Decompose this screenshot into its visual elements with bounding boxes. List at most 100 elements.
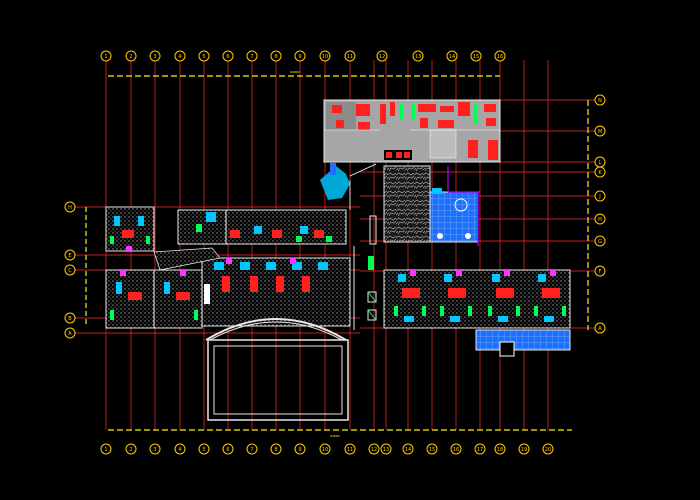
axis-label: M (598, 129, 602, 135)
axis-label: H (68, 205, 72, 211)
axis-bubble: 2 (125, 50, 137, 62)
axis-label: 13 (415, 54, 421, 60)
axis-bubble: A (64, 327, 76, 339)
axis-bubble: 19 (518, 443, 530, 455)
axis-bubble: 13 (412, 50, 424, 62)
axis-label: 4 (178, 447, 181, 453)
axis-label: K (598, 170, 602, 176)
east-wing-furniture (394, 270, 566, 322)
axis-label: 8 (274, 447, 277, 453)
axis-label: 20 (545, 447, 551, 453)
axis-label: 18 (497, 447, 503, 453)
axis-bubble: 5 (198, 50, 210, 62)
axis-bubble: 12 (376, 50, 388, 62)
axis-bubble: 8 (270, 50, 282, 62)
axis-label: 5 (202, 447, 205, 453)
axis-label: 5 (202, 54, 205, 60)
axis-bubble: H (64, 201, 76, 213)
axis-bubble: 12 (368, 443, 380, 455)
axis-bubble: 8 (270, 443, 282, 455)
axis-bubble: 2 (125, 443, 137, 455)
dimension-lines (85, 75, 589, 431)
axis-label: 10 (322, 447, 328, 453)
axis-bubble: 10 (319, 50, 331, 62)
axis-bubble: L (594, 156, 606, 168)
axis-bubble: 17 (474, 443, 486, 455)
axis-label: N (598, 98, 602, 104)
axis-bubble: 3 (149, 443, 161, 455)
axis-label: 6 (226, 447, 229, 453)
axis-label: A (68, 331, 72, 337)
axis-label: J (598, 194, 600, 200)
top-dimension-text: 64800 (290, 70, 300, 74)
axis-bubble: J (594, 190, 606, 202)
axis-label: 14 (405, 447, 411, 453)
axis-label: 2 (129, 447, 132, 453)
axis-bubble: 7 (246, 443, 258, 455)
axis-bubble: 13 (380, 443, 392, 455)
axis-bubble: 1 (100, 443, 112, 455)
axis-label: 6 (226, 54, 229, 60)
axis-bubble: 3 (149, 50, 161, 62)
corridor-elements (353, 246, 377, 330)
axis-bubble: 4 (174, 443, 186, 455)
axis-bubble: 16 (494, 50, 506, 62)
axis-label: H (598, 217, 602, 223)
axis-bubble: M (594, 125, 606, 137)
axis-label: 14 (449, 54, 455, 60)
axis-label: 12 (379, 54, 385, 60)
axis-bubble: A (594, 322, 606, 334)
axis-bubble: 16 (450, 443, 462, 455)
axis-label: 9 (298, 447, 301, 453)
east-wing (383, 269, 571, 357)
axis-bubble: G (594, 235, 606, 247)
axis-bubble: 11 (344, 50, 356, 62)
axis-label: 2 (129, 54, 132, 60)
axis-bubble: 14 (402, 443, 414, 455)
connecting-stair (320, 163, 377, 210)
axis-label: 19 (521, 447, 527, 453)
axis-bubble: 10 (319, 443, 331, 455)
axis-bubble: 7 (246, 50, 258, 62)
axis-bubble: 6 (222, 443, 234, 455)
left-axis-bubbles: H EC B A (64, 201, 76, 339)
axis-label: 10 (322, 54, 328, 60)
axis-label: 7 (250, 447, 253, 453)
axis-label: 16 (453, 447, 459, 453)
axis-bubble: B (64, 312, 76, 324)
axis-label: 11 (347, 447, 353, 453)
axis-bubble: H (594, 213, 606, 225)
axis-bubble: K (594, 166, 606, 178)
axis-bubble: E (64, 249, 76, 261)
axis-label: 13 (383, 447, 389, 453)
axis-label: 12 (371, 447, 377, 453)
axis-bubble: 20 (542, 443, 554, 455)
axis-label: 17 (477, 447, 483, 453)
north-office-block (323, 99, 501, 163)
axis-label: E (68, 253, 71, 259)
axis-label: L (599, 160, 602, 166)
bottom-dimension-text: 64800 (330, 434, 340, 438)
axis-label: A (598, 326, 602, 332)
axis-label: 15 (429, 447, 435, 453)
axis-label: 4 (178, 54, 181, 60)
axis-bubble: 15 (470, 50, 482, 62)
axis-bubble: 4 (174, 50, 186, 62)
axis-bubble: C (64, 264, 76, 276)
axis-label: 3 (153, 54, 156, 60)
axis-label: F (599, 269, 602, 275)
axis-bubble: 9 (294, 443, 306, 455)
west-wing (105, 206, 351, 329)
axis-label: B (68, 316, 72, 322)
lobby-stone-area (369, 165, 480, 246)
axis-label: 8 (274, 54, 277, 60)
axis-bubble: 5 (198, 443, 210, 455)
right-axis-bubbles: N M LK J H G F A (594, 94, 606, 334)
axis-bubble: 18 (494, 443, 506, 455)
axis-label: 3 (153, 447, 156, 453)
axis-bubble: 1 (100, 50, 112, 62)
axis-label: 1 (104, 447, 107, 453)
